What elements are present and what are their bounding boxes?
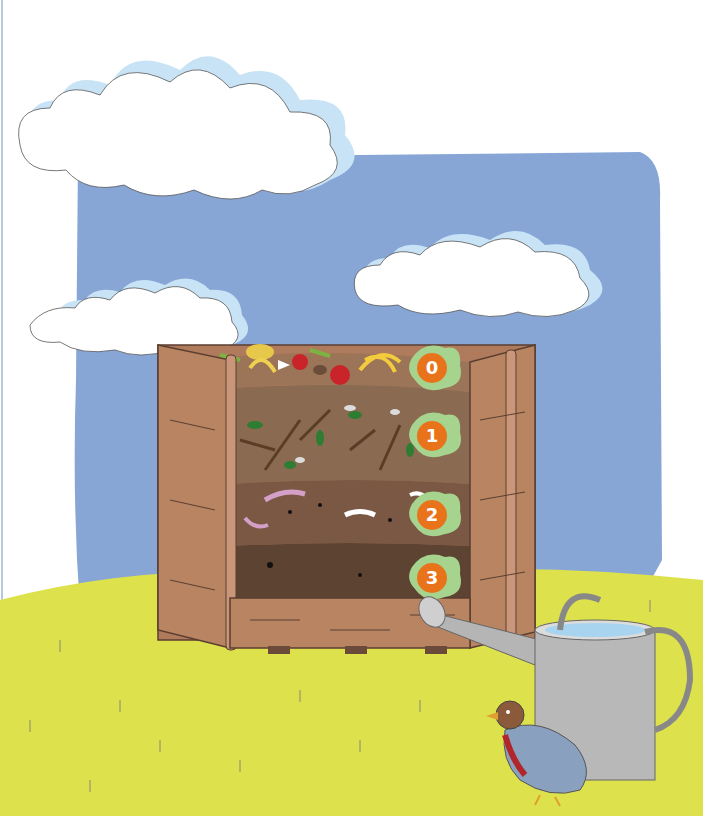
twigs (240, 410, 400, 470)
grass (0, 569, 703, 816)
callout-number: 1 (418, 422, 446, 450)
leaves (247, 411, 414, 469)
callout-number: 0 (418, 354, 446, 382)
worms (245, 492, 428, 526)
wood-grain (170, 412, 525, 630)
compost-bin (158, 344, 535, 654)
food-scraps (220, 344, 430, 385)
pebbles (295, 405, 400, 463)
callout-badges (409, 346, 461, 600)
clouds (19, 56, 603, 355)
callout-number: 3 (418, 564, 446, 592)
bird (486, 701, 586, 806)
callout-number: 2 (418, 501, 446, 529)
